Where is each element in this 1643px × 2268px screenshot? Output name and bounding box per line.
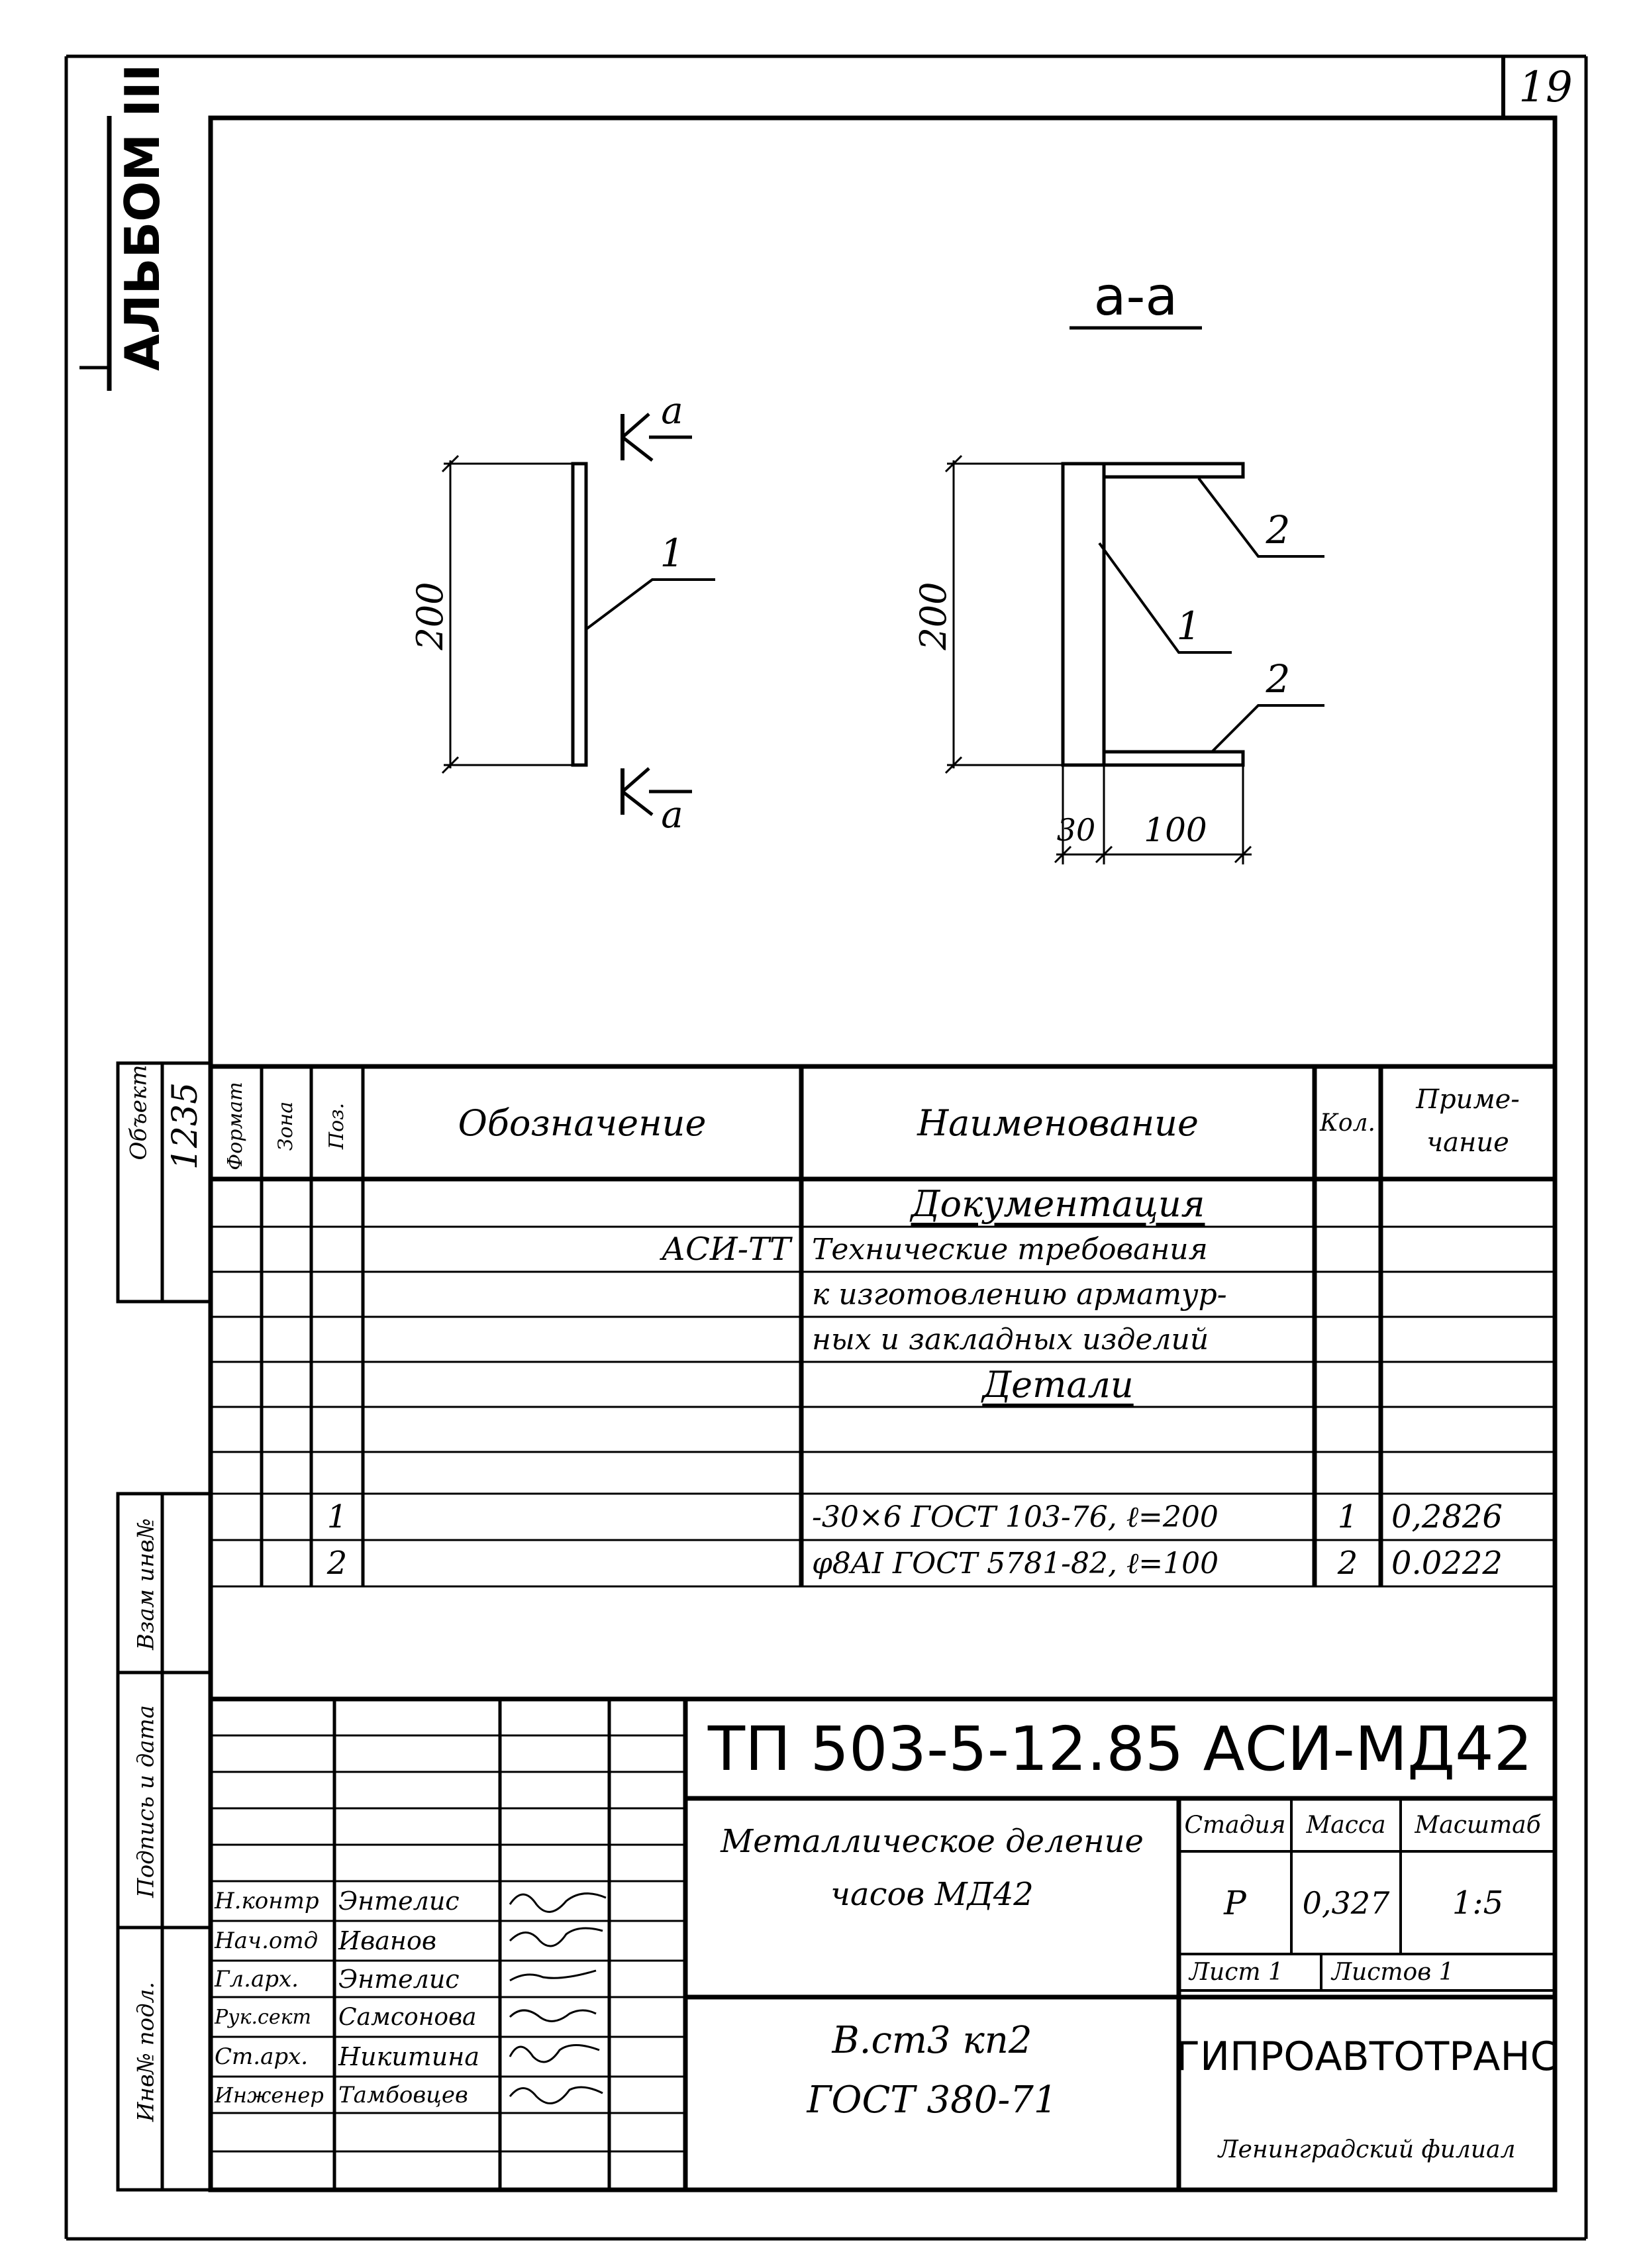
row-2-pos: 2	[326, 1545, 348, 1582]
header-format: Формат	[224, 1082, 247, 1170]
section-bar-bottom	[1102, 750, 1245, 767]
org-branch: Ленинградский филиал	[1218, 2136, 1516, 2163]
header-designation: Обозначение	[458, 1102, 707, 1144]
stamp-inv-box	[116, 1926, 213, 2192]
signature-name-6: Тамбовцев	[338, 2081, 468, 2108]
signature-scribble	[509, 2086, 603, 2104]
signature-scribble	[509, 2044, 600, 2063]
signature-name-1: Энтелис	[338, 1886, 460, 1916]
right-view-leader-pos-1: 1	[1176, 603, 1201, 648]
header-note-line2: чание	[1426, 1127, 1509, 1158]
signature-name-5: Никитина	[338, 2042, 479, 2071]
right-view-leader-pos-2-top: 2	[1266, 507, 1291, 552]
side-stamp-vzam-label: Взам инв№	[132, 1518, 160, 1651]
row-2-note: 0.0222	[1391, 1545, 1503, 1582]
section-details: Детали	[982, 1363, 1134, 1406]
header-qty: Кол.	[1320, 1109, 1375, 1137]
side-stamp-podpis-label: Подпись и дата	[132, 1705, 160, 1898]
signature-role-6: Инженер	[215, 2082, 324, 2108]
right-view-leader-pos-2-bottom: 2	[1266, 656, 1291, 701]
signature-role-5: Ст.арх.	[215, 2043, 309, 2070]
mass-label: Масса	[1306, 1811, 1386, 1839]
sheet-number: 19	[1519, 63, 1573, 112]
sheets-label: Листов 1	[1332, 1959, 1454, 1986]
material-line-1: В.ст3 кп2	[832, 2018, 1032, 2062]
side-stamp-inv-label: Инв№ подл.	[132, 1981, 160, 2122]
signature-scribble	[509, 1927, 603, 1947]
signature-scribble	[509, 1892, 607, 1913]
left-view-leader-pos: 1	[660, 531, 685, 576]
section-label: а-а	[1093, 266, 1178, 327]
signature-name-3: Энтелис	[338, 1964, 460, 1994]
signature-role-1: Н.контр	[215, 1888, 319, 1914]
header-name: Наименование	[917, 1102, 1199, 1144]
doc-name-line-2: к изготовлению арматур-	[812, 1277, 1227, 1312]
scale-value: 1:5	[1452, 1884, 1504, 1922]
mass-value: 0,327	[1302, 1884, 1390, 1921]
org-name: ГИПРОАВТОТРАНС	[1175, 2034, 1558, 2080]
left-view-dimension: 200	[409, 582, 451, 650]
section-bar-top	[1102, 462, 1245, 479]
cut-mark-letter-top: а	[661, 389, 683, 433]
right-view-dimension-30: 30	[1056, 811, 1096, 848]
signature-name-4: Самсонова	[338, 2003, 477, 2031]
cut-mark-letter-bottom: а	[661, 793, 683, 837]
signature-role-3: Гл.арх.	[215, 1965, 299, 1992]
material-line-2: ГОСТ 380-71	[807, 2078, 1058, 2122]
row-1-pos: 1	[326, 1498, 348, 1535]
stamp-object-box	[116, 1061, 213, 1304]
item-name-line-2: часов МД42	[830, 1876, 1034, 1913]
signature-role-4: Рук.сект	[215, 2005, 311, 2029]
doc-name-line-3: ных и закладных изделий	[812, 1322, 1209, 1357]
drawing-code: ТП 503-5-12.85 АСИ-МД42	[707, 1713, 1533, 1784]
scale-label: Масштаб	[1415, 1811, 1541, 1839]
row-1-note: 0,2826	[1391, 1498, 1503, 1535]
header-pos: Поз.	[325, 1102, 348, 1150]
sheet-label: Лист 1	[1189, 1959, 1283, 1986]
side-stamp-object-label: Объект	[125, 1064, 152, 1160]
section-documentation: Документация	[911, 1182, 1205, 1225]
row-2-name: φ8AI ГОСТ 5781-82, ℓ=100	[812, 1546, 1219, 1580]
signature-scribble	[509, 1969, 597, 1982]
right-view-dimension-100: 100	[1144, 810, 1207, 849]
signature-name-2: Иванов	[338, 1926, 436, 1955]
album-label: АЛЬБОМ III	[115, 64, 170, 371]
row-1-qty: 1	[1337, 1498, 1358, 1535]
item-name-line-1: Металлическое деление	[721, 1823, 1144, 1860]
side-stamp-object-value: 1235	[166, 1082, 205, 1170]
doc-designation: АСИ-ТТ	[661, 1231, 791, 1268]
header-zone: Зона	[274, 1101, 297, 1151]
stage-label: Стадия	[1184, 1811, 1286, 1839]
stage-value: Р	[1224, 1883, 1246, 1922]
row-2-qty: 2	[1337, 1545, 1358, 1582]
row-1-name: -30×6 ГОСТ 103-76, ℓ=200	[812, 1500, 1219, 1534]
section-plate	[1061, 462, 1106, 767]
plate-view-left	[571, 462, 588, 767]
signature-scribble	[509, 2009, 597, 2022]
signature-role-2: Нач.отд	[215, 1928, 319, 1954]
doc-name-line-1: Технические требования	[812, 1232, 1208, 1266]
header-note-line1: Приме-	[1416, 1084, 1520, 1115]
right-view-dimension-height: 200	[913, 582, 954, 650]
